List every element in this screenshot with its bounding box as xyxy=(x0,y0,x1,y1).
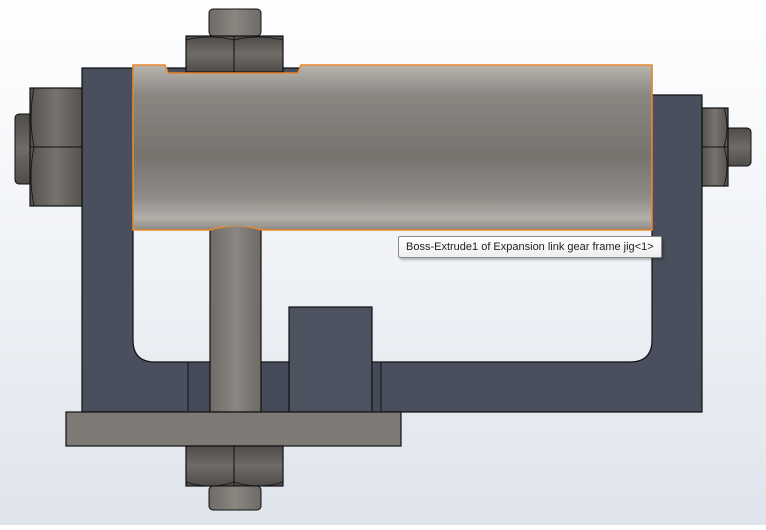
left-nut-icon[interactable] xyxy=(29,87,83,207)
selected-cylinder[interactable] xyxy=(132,64,653,231)
bottom-bolt-shank xyxy=(208,485,262,511)
hover-tooltip: Boss-Extrude1 of Expansion link gear fra… xyxy=(398,236,662,258)
clamp-block[interactable] xyxy=(288,306,373,413)
top-nut-icon[interactable] xyxy=(185,35,284,73)
top-bolt-shank xyxy=(208,8,262,37)
right-nut-icon[interactable] xyxy=(701,107,729,187)
slot-small-edge xyxy=(371,361,382,413)
vertical-rod[interactable] xyxy=(209,225,262,413)
bottom-nut-icon[interactable] xyxy=(185,445,284,487)
slot-right-edge xyxy=(260,361,290,413)
slot-left-edge xyxy=(187,361,211,413)
base-plate[interactable] xyxy=(65,411,402,447)
right-bolt-shank xyxy=(724,127,752,167)
